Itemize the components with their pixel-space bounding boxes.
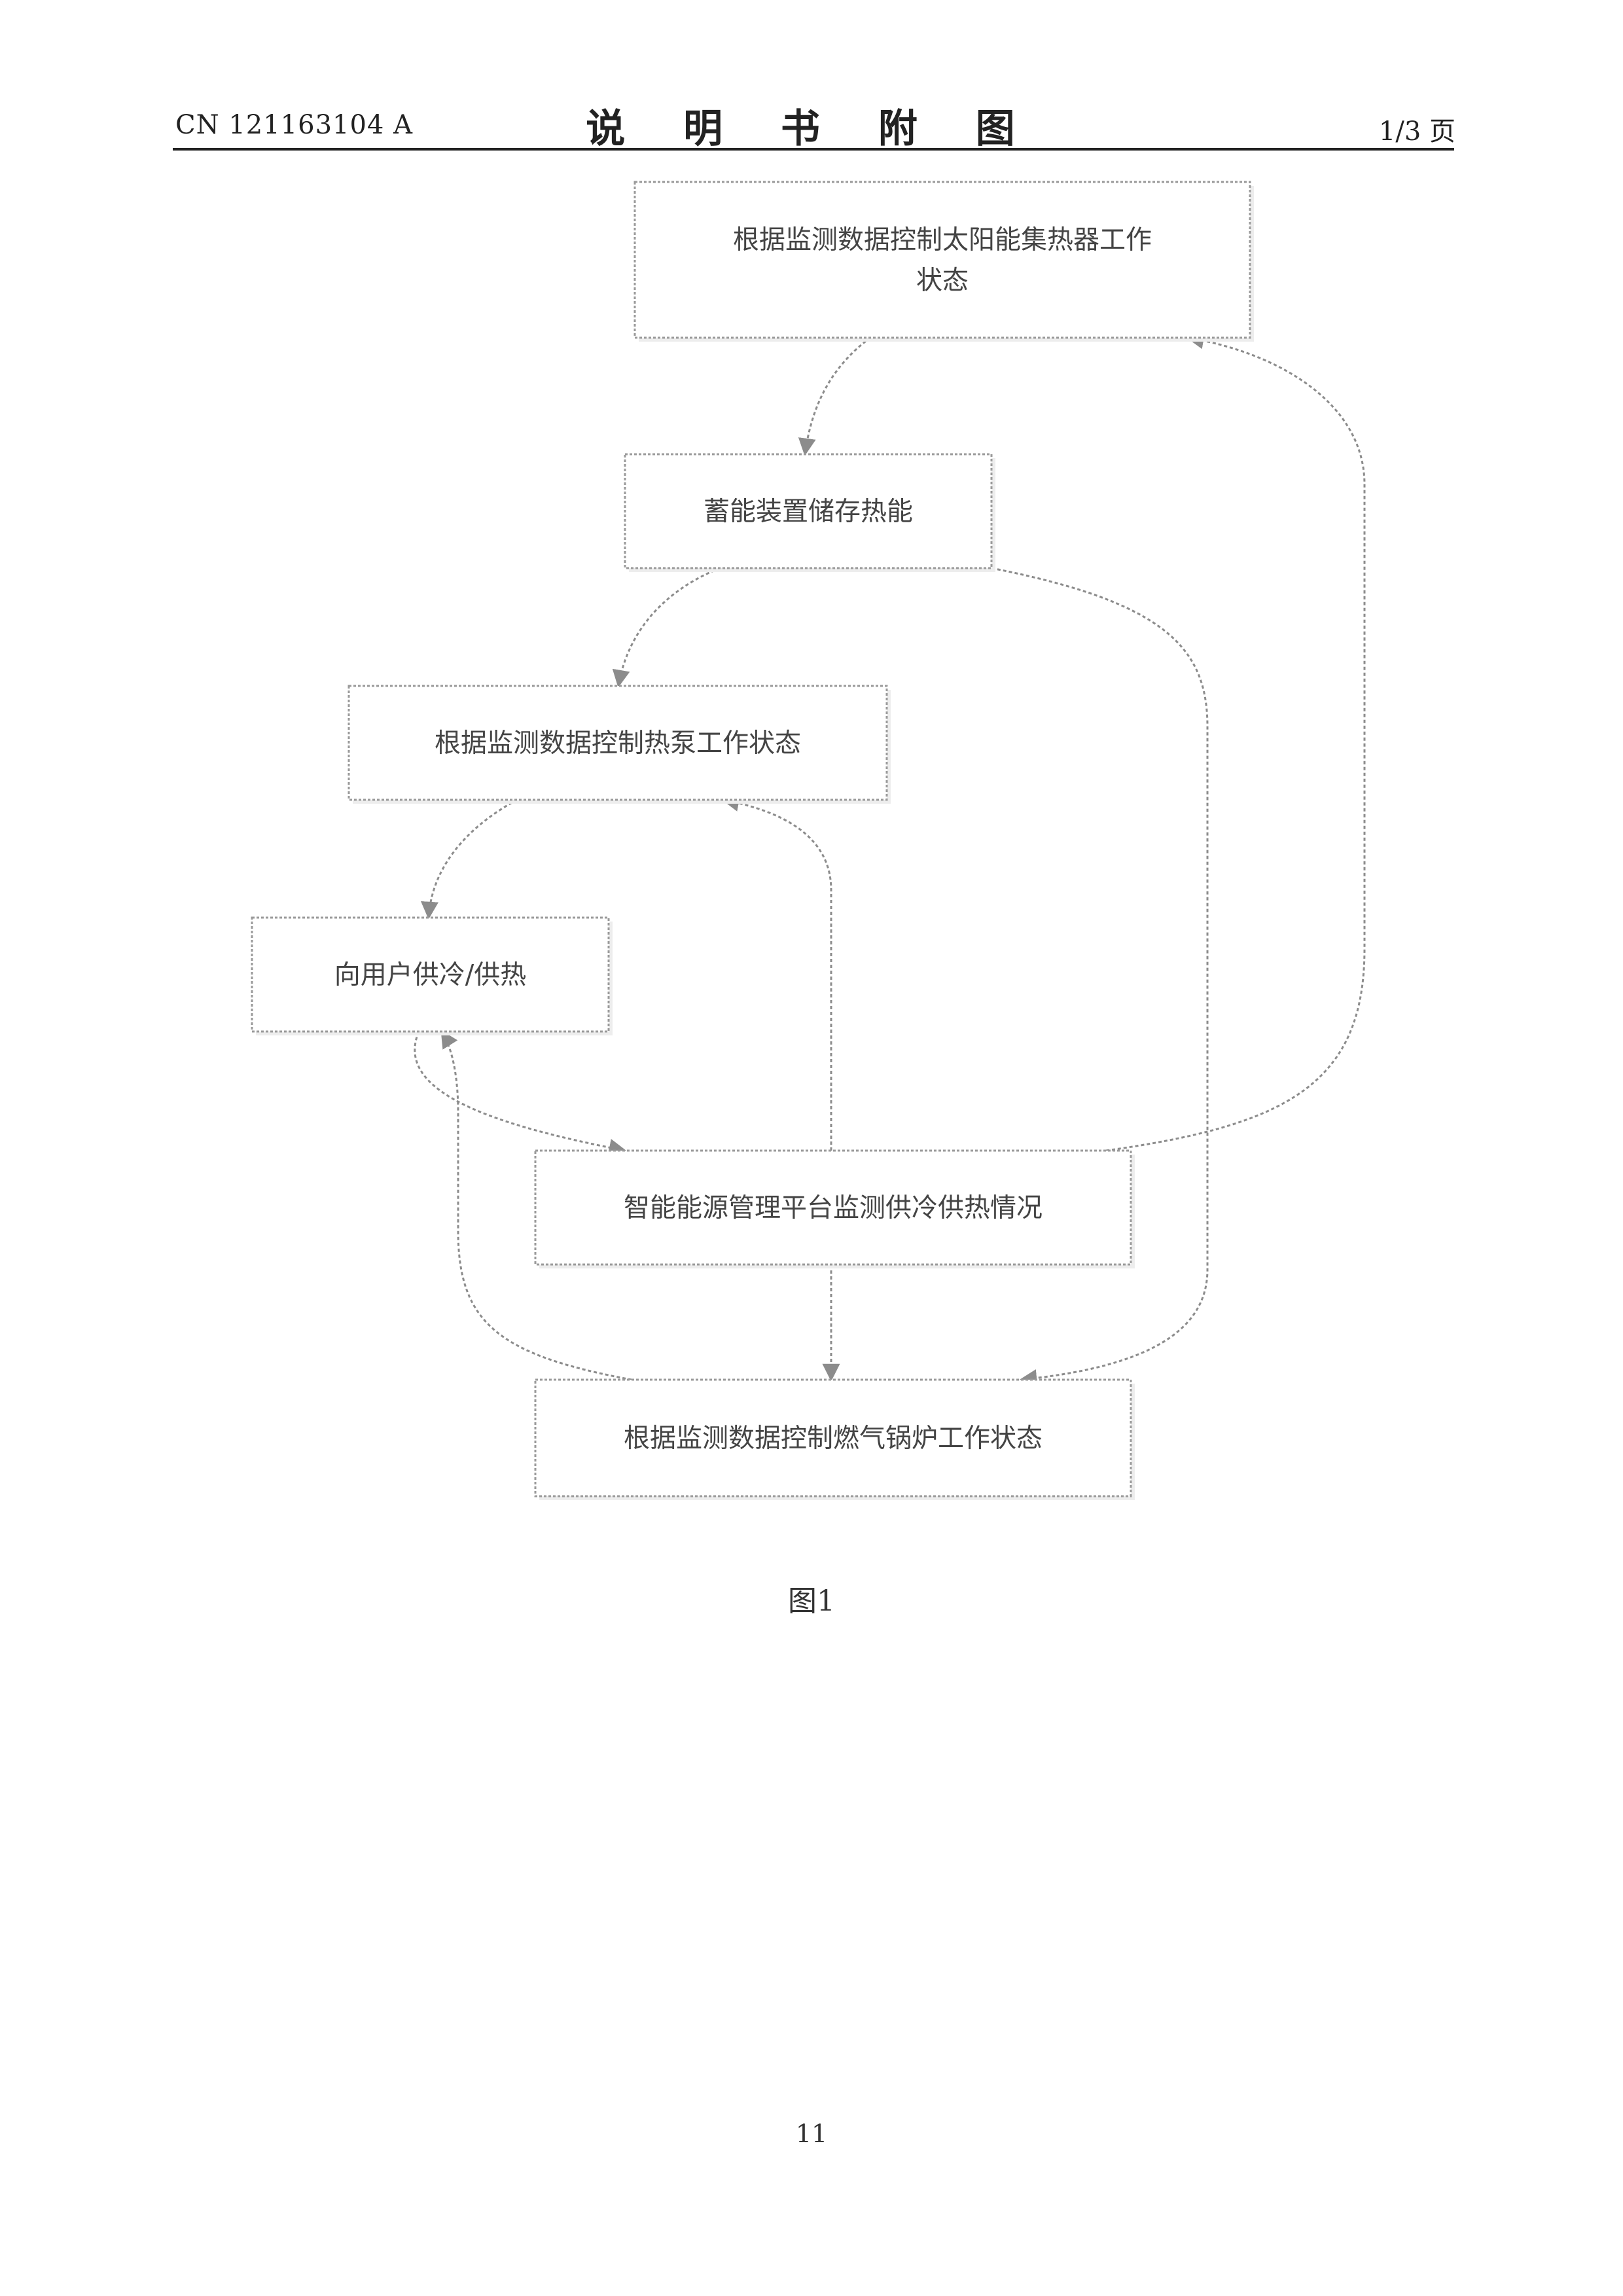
edge-storage-to-heat-pump — [618, 568, 720, 686]
node-label: 向用户供冷/供热 — [334, 960, 526, 990]
page-number: 11 — [0, 2119, 1623, 2148]
edge-platform-to-solar — [1106, 338, 1364, 1151]
flowchart-nodes: 根据监测数据控制太阳能集热器工作状态蓄能装置储存热能根据监测数据控制热泵工作状态… — [252, 182, 1254, 1500]
figure-caption: 图1 — [0, 1577, 1623, 1619]
node-platform: 智能能源管理平台监测供冷供热情况 — [535, 1151, 1135, 1268]
node-heat-pump: 根据监测数据控制热泵工作状态 — [349, 686, 891, 804]
edge-supply-to-platform — [415, 1031, 625, 1151]
edge-solar-to-storage — [805, 338, 870, 454]
edge-heat-pump-to-supply — [429, 800, 517, 918]
node-label: 状态 — [916, 266, 969, 296]
node-label: 根据监测数据控制太阳能集热器工作 — [733, 225, 1152, 255]
node-boiler: 根据监测数据控制燃气锅炉工作状态 — [535, 1380, 1135, 1500]
node-storage: 蓄能装置储存热能 — [625, 454, 995, 572]
node-label: 根据监测数据控制燃气锅炉工作状态 — [624, 1424, 1043, 1454]
edge-platform-to-heat-pump — [723, 800, 831, 1151]
node-box — [635, 182, 1250, 338]
node-label: 蓄能装置储存热能 — [704, 497, 913, 527]
node-label: 根据监测数据控制热泵工作状态 — [435, 728, 801, 759]
node-supply: 向用户供冷/供热 — [252, 918, 613, 1035]
node-label: 智能能源管理平台监测供冷供热情况 — [624, 1193, 1043, 1223]
node-solar: 根据监测数据控制太阳能集热器工作状态 — [635, 182, 1254, 342]
